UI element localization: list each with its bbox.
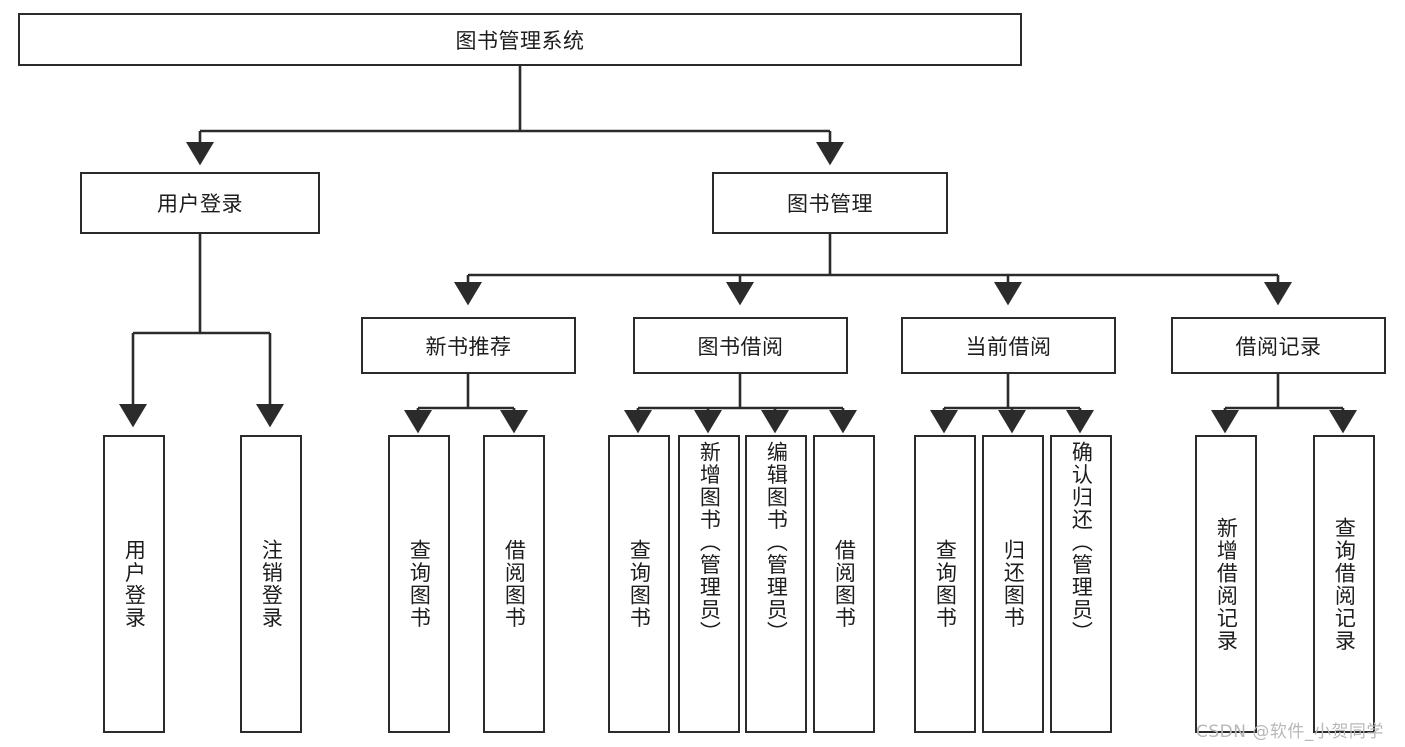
node-leaf-user-login-label: 用户登录	[122, 539, 147, 629]
node-leaf-logout[interactable]: 注销登录	[240, 435, 302, 733]
node-leaf-borrow-book-2[interactable]: 借阅图书	[813, 435, 875, 733]
node-book-borrow-label: 图书借阅	[697, 334, 784, 359]
csdn-watermark: CSDN @软件_小贺同学	[1196, 722, 1384, 742]
node-leaf-query-book-3-label: 查询图书	[933, 539, 958, 629]
node-leaf-borrow-book-2-label: 借阅图书	[832, 539, 857, 629]
node-leaf-confirm-return[interactable]: 确认归还（管理员）	[1050, 435, 1112, 733]
node-leaf-query-book-2[interactable]: 查询图书	[608, 435, 670, 733]
node-leaf-confirm-return-label: 确认归还（管理员）	[1069, 441, 1094, 644]
node-leaf-add-record[interactable]: 新增借阅记录	[1195, 435, 1257, 733]
node-new-book-recommend-label: 新书推荐	[425, 334, 512, 359]
node-new-book-recommend[interactable]: 新书推荐	[361, 317, 576, 374]
node-current-borrow-label: 当前借阅	[965, 334, 1052, 359]
node-leaf-query-record-label: 查询借阅记录	[1332, 516, 1357, 652]
node-leaf-query-book-1[interactable]: 查询图书	[388, 435, 450, 733]
node-leaf-edit-book[interactable]: 编辑图书（管理员）	[745, 435, 807, 733]
node-leaf-query-book-1-label: 查询图书	[407, 539, 432, 629]
node-leaf-add-record-label: 新增借阅记录	[1214, 516, 1239, 652]
node-leaf-return-book[interactable]: 归还图书	[982, 435, 1044, 733]
node-root-label: 图书管理系统	[455, 28, 585, 53]
node-leaf-return-book-label: 归还图书	[1001, 539, 1026, 629]
node-leaf-query-book-3[interactable]: 查询图书	[914, 435, 976, 733]
node-leaf-query-record[interactable]: 查询借阅记录	[1313, 435, 1375, 733]
node-leaf-add-book-label: 新增图书（管理员）	[697, 441, 722, 644]
node-borrow-record[interactable]: 借阅记录	[1171, 317, 1386, 374]
node-book-manage[interactable]: 图书管理	[712, 172, 948, 234]
node-leaf-query-book-2-label: 查询图书	[627, 539, 652, 629]
node-root[interactable]: 图书管理系统	[18, 13, 1022, 66]
node-leaf-logout-label: 注销登录	[259, 539, 284, 629]
node-leaf-user-login[interactable]: 用户登录	[103, 435, 165, 733]
node-leaf-borrow-book-1-label: 借阅图书	[502, 539, 527, 629]
node-book-manage-label: 图书管理	[787, 192, 873, 216]
node-user-login[interactable]: 用户登录	[80, 172, 320, 234]
node-book-borrow[interactable]: 图书借阅	[633, 317, 848, 374]
node-leaf-edit-book-label: 编辑图书（管理员）	[764, 441, 789, 644]
node-user-login-label: 用户登录	[157, 192, 243, 216]
node-leaf-add-book[interactable]: 新增图书（管理员）	[678, 435, 740, 733]
node-leaf-borrow-book-1[interactable]: 借阅图书	[483, 435, 545, 733]
node-borrow-record-label: 借阅记录	[1235, 334, 1322, 359]
node-current-borrow[interactable]: 当前借阅	[901, 317, 1116, 374]
